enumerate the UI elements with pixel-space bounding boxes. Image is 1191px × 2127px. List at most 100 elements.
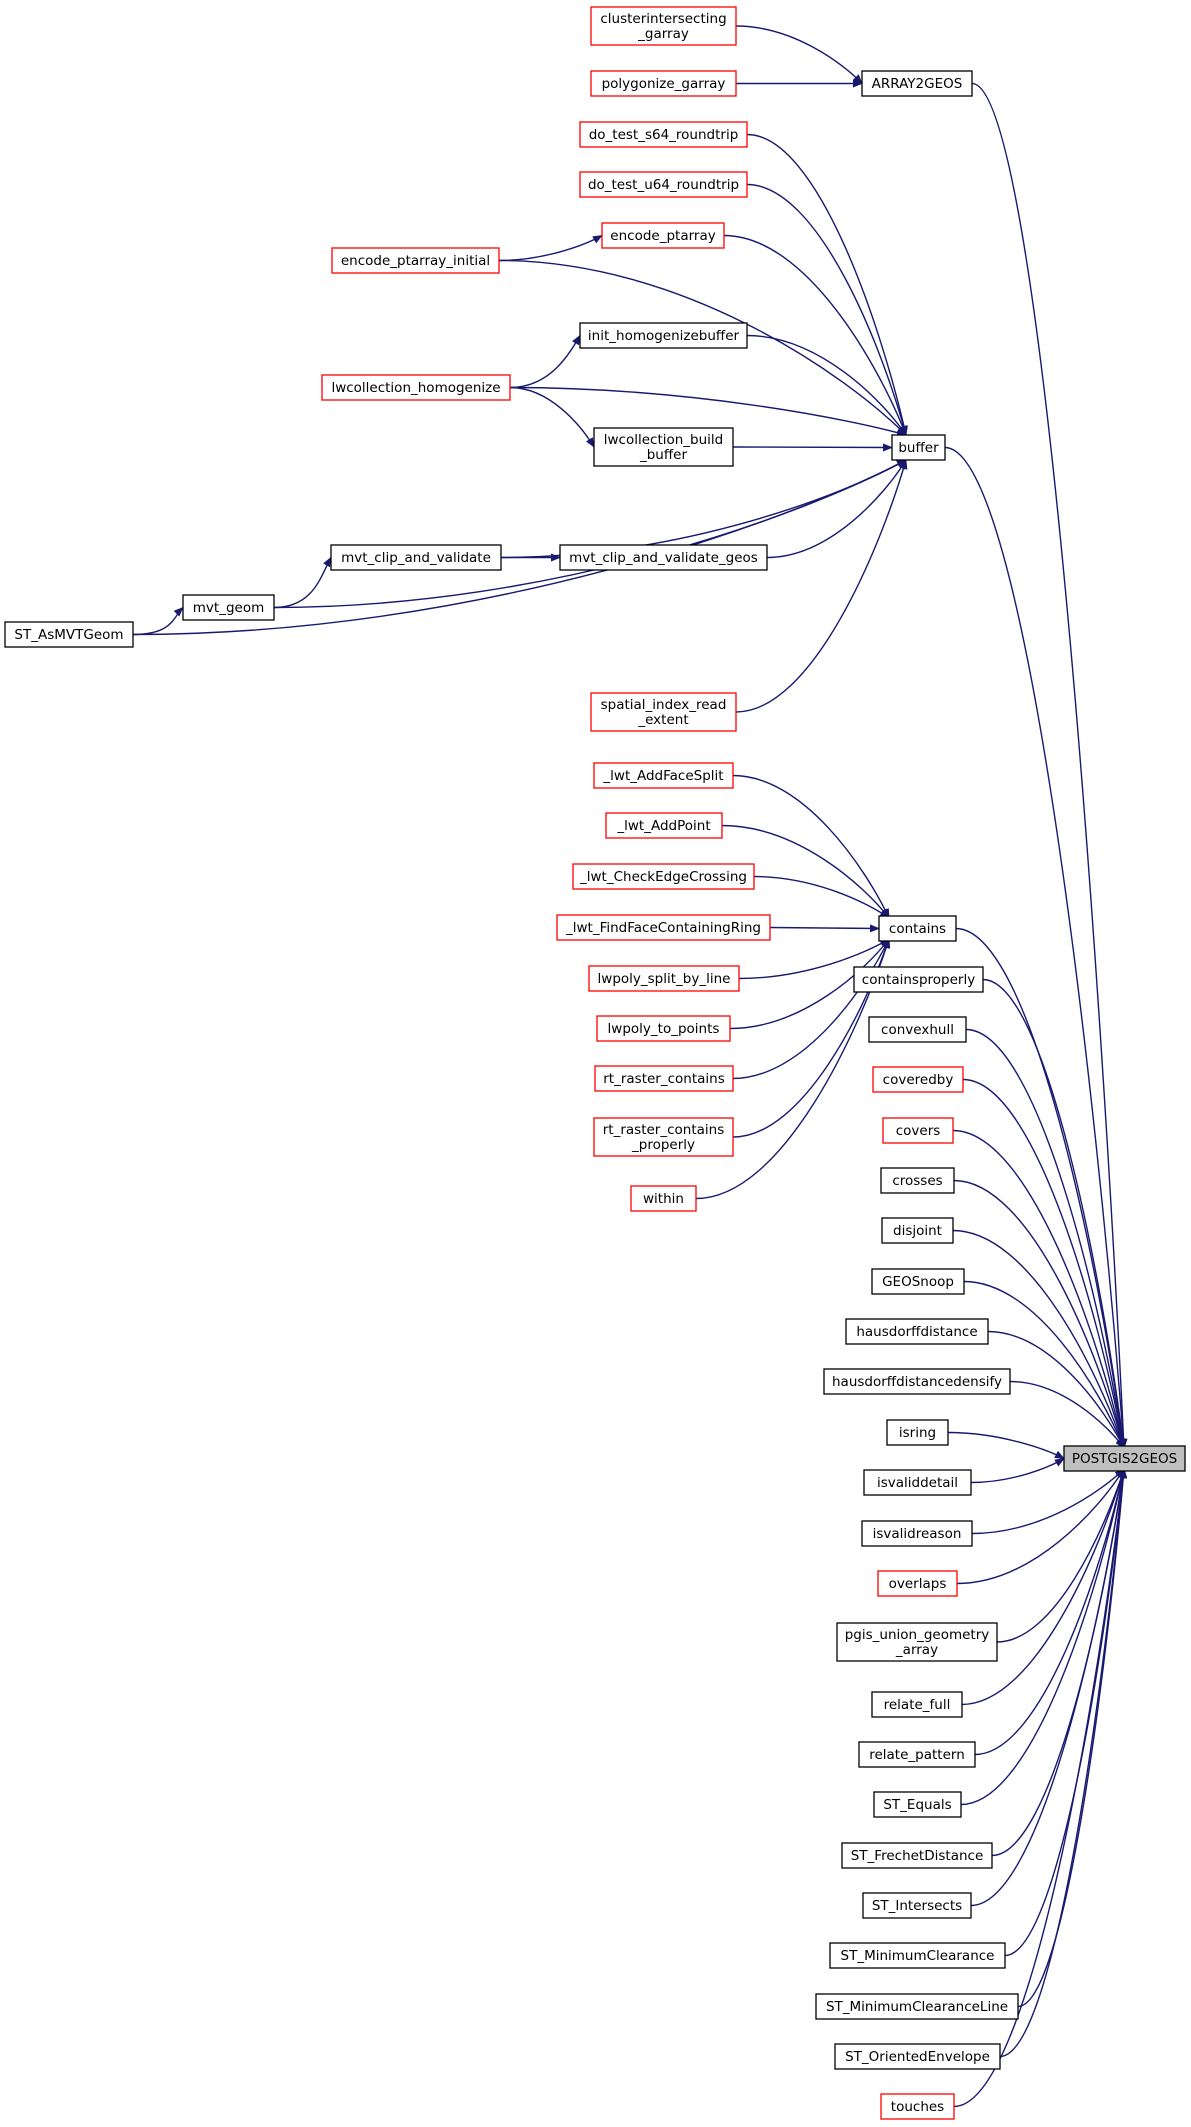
edge-st-asmvtgeom-to-mvt-geom <box>132 606 184 636</box>
node-mvt-clip-and-validate[interactable]: mvt_clip_and_validate <box>330 544 502 571</box>
edge-lwt-addpoint-to-contains <box>721 824 890 919</box>
node-lwt-addpoint[interactable]: _lwt_AddPoint <box>605 812 723 839</box>
edge-init-homogenizebuffer-to-buffer <box>746 334 907 436</box>
node-isvalidreason[interactable]: isvalidreason <box>861 1520 973 1547</box>
node-hausdorffdistancedensify[interactable]: hausdorffdistancedensify <box>823 1368 1011 1395</box>
node-box <box>590 6 737 46</box>
node-contains[interactable]: contains <box>878 915 957 942</box>
node-label: encode_ptarray <box>610 228 715 244</box>
node-box <box>579 171 748 198</box>
node-box <box>845 1318 989 1345</box>
node-containsproperly[interactable]: containsproperly <box>853 966 984 993</box>
node-label: lwpoly_to_points <box>608 1021 720 1037</box>
node-relate-full[interactable]: relate_full <box>871 1691 963 1718</box>
edge-isring-to-postgis2geos <box>947 1431 1065 1460</box>
node-relate-pattern[interactable]: relate_pattern <box>858 1741 976 1768</box>
node-isvaliddetail[interactable]: isvaliddetail <box>863 1469 972 1496</box>
node-hausdorffdistance[interactable]: hausdorffdistance <box>845 1318 989 1345</box>
node-box <box>880 2093 955 2120</box>
node-label: relate_pattern <box>869 1747 965 1763</box>
node-box <box>594 1065 734 1092</box>
node-array2geos[interactable]: ARRAY2GEOS <box>861 70 973 97</box>
node-label: _lwt_FindFaceContainingRing <box>565 920 761 936</box>
node-box <box>590 692 737 732</box>
node-st-orientedenvelope[interactable]: ST_OrientedEnvelope <box>834 2043 1001 2070</box>
edge-pgis-union-geometry-array-to-postgis2geos <box>996 1468 1126 1643</box>
node-box <box>872 1066 964 1093</box>
node-label: _buffer <box>639 447 687 463</box>
node-box <box>605 812 723 839</box>
node-st-minimumclearance[interactable]: ST_MinimumClearance <box>829 1942 1006 1969</box>
node-lwt-addfacesplit[interactable]: _lwt_AddFaceSplit <box>593 762 734 789</box>
node-touches[interactable]: touches <box>880 2093 955 2120</box>
node-mvt-clip-and-validate-geos[interactable]: mvt_clip_and_validate_geos <box>559 544 768 571</box>
node-lwt-findfacecontainingring[interactable]: _lwt_FindFaceContainingRing <box>556 914 771 941</box>
node-box <box>556 914 771 941</box>
node-lwpoly-split-by-line[interactable]: lwpoly_split_by_line <box>588 965 740 992</box>
edge-lwcollection-build-buffer-to-buffer <box>732 443 893 452</box>
node-isring[interactable]: isring <box>886 1419 949 1446</box>
node-box <box>630 1185 697 1212</box>
node-polygonize-garray[interactable]: polygonize_garray <box>590 70 737 97</box>
edge-mvt-geom-to-buffer <box>273 459 907 609</box>
node-rt-raster-contains[interactable]: rt_raster_contains <box>594 1065 734 1092</box>
node-label: hausdorffdistance <box>856 1324 977 1340</box>
node-box <box>829 1942 1006 1969</box>
node-do-test-s64-roundtrip[interactable]: do_test_s64_roundtrip <box>579 121 748 148</box>
node-label: convexhull <box>881 1022 954 1038</box>
node-buffer[interactable]: buffer <box>891 434 946 461</box>
edge-st-orientedenvelope-to-postgis2geos <box>999 1468 1128 2058</box>
node-st-equals[interactable]: ST_Equals <box>873 1791 962 1818</box>
node-box <box>880 1167 955 1194</box>
node-spatial-index-read-extent[interactable]: spatial_index_read_extent <box>590 692 737 732</box>
node-st-minimumclearanceline[interactable]: ST_MinimumClearanceLine <box>815 1993 1019 2020</box>
node-label: ST_MinimumClearance <box>841 1948 995 1964</box>
node-pgis-union-geometry-array[interactable]: pgis_union_geometry_array <box>836 1622 998 1662</box>
node-postgis2geos[interactable]: POSTGIS2GEOS <box>1063 1445 1186 1472</box>
edge-containsproperly-to-postgis2geos <box>982 978 1127 1449</box>
node-label: coveredby <box>883 1072 954 1088</box>
node-within[interactable]: within <box>630 1185 697 1212</box>
node-box <box>886 1419 949 1446</box>
node-label: overlaps <box>889 1576 947 1592</box>
edge-lwcollection-homogenize-to-buffer <box>509 386 907 437</box>
node-st-intersects[interactable]: ST_Intersects <box>862 1892 972 1919</box>
node-lwpoly-to-points[interactable]: lwpoly_to_points <box>596 1015 731 1042</box>
node-box <box>873 1791 962 1818</box>
node-st-asmvtgeom[interactable]: ST_AsMVTGeom <box>4 621 134 648</box>
edge-contains-to-postgis2geos <box>955 927 1127 1449</box>
node-geosnoop[interactable]: GEOSnoop <box>871 1268 965 1295</box>
node-convexhull[interactable]: convexhull <box>868 1016 967 1043</box>
node-lwcollection-homogenize[interactable]: lwcollection_homogenize <box>321 374 511 401</box>
node-rt-raster-contains-properly[interactable]: rt_raster_contains_properly <box>593 1117 734 1157</box>
node-label: isvaliddetail <box>877 1475 958 1491</box>
node-crosses[interactable]: crosses <box>880 1167 955 1194</box>
node-covers[interactable]: covers <box>882 1117 954 1144</box>
node-clusterintersecting-garray[interactable]: clusterintersecting_garray <box>590 6 737 46</box>
node-lwt-checkedgecrossing[interactable]: _lwt_CheckEdgeCrossing <box>572 863 755 890</box>
node-box <box>579 322 748 349</box>
node-overlaps[interactable]: overlaps <box>877 1570 958 1597</box>
node-encode-ptarray-initial[interactable]: encode_ptarray_initial <box>331 247 500 274</box>
node-st-frechetdistance[interactable]: ST_FrechetDistance <box>841 1842 993 1869</box>
node-box <box>836 1622 998 1662</box>
node-coveredby[interactable]: coveredby <box>872 1066 964 1093</box>
edge-hausdorffdistancedensify-to-postgis2geos <box>1009 1380 1125 1449</box>
node-box <box>572 863 755 890</box>
node-do-test-u64-roundtrip[interactable]: do_test_u64_roundtrip <box>579 171 748 198</box>
node-box <box>841 1842 993 1869</box>
node-encode-ptarray[interactable]: encode_ptarray <box>601 222 725 249</box>
node-box <box>891 434 946 461</box>
node-disjoint[interactable]: disjoint <box>881 1217 954 1244</box>
node-mvt-geom[interactable]: mvt_geom <box>182 594 275 621</box>
node-box <box>593 1117 734 1157</box>
node-box <box>559 544 768 571</box>
edge-lwpoly-to-points-to-contains <box>729 938 890 1030</box>
node-label: mvt_clip_and_validate <box>341 550 491 566</box>
edge-rt-raster-contains-to-contains <box>732 938 890 1080</box>
node-init-homogenizebuffer[interactable]: init_homogenizebuffer <box>579 322 748 349</box>
node-lwcollection-build-buffer[interactable]: lwcollection_build_buffer <box>593 427 734 467</box>
edge-buffer-to-postgis2geos <box>944 446 1128 1449</box>
node-box <box>863 1469 972 1496</box>
